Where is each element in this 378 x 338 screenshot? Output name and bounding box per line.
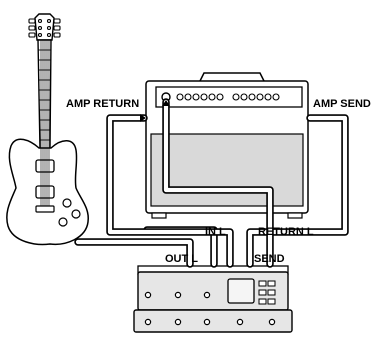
guitar-headstock — [34, 13, 55, 41]
guitar-knobs — [58, 198, 81, 227]
pedal-footswitches-bottom — [144, 318, 276, 326]
amp-handle — [199, 72, 265, 82]
amp-foot-right — [287, 212, 303, 219]
pedal-body-bottom — [133, 309, 293, 333]
cable-amp-send-to-return-l — [247, 115, 348, 267]
cable-send-to-amp-return — [107, 115, 233, 267]
label-send: SEND — [254, 253, 285, 265]
pedal-footswitches-top — [144, 291, 211, 299]
label-return-l: RETURN L — [258, 226, 314, 238]
label-out-l: OUT L — [165, 253, 198, 265]
pedal-screen — [227, 278, 255, 304]
label-amp-send: AMP SEND — [313, 98, 371, 110]
label-in-l: IN L — [205, 226, 226, 238]
guitar-bridge — [35, 205, 55, 213]
cables — [74, 98, 349, 268]
amplifier-icon — [145, 72, 309, 219]
amp-grille — [150, 133, 304, 207]
amp-knobs — [176, 93, 280, 101]
amp-foot-left — [151, 212, 167, 219]
guitar-strings — [40, 40, 50, 212]
arrow-amp-input — [162, 100, 170, 106]
tuning-pegs — [28, 18, 61, 38]
cable-guitar-to-in-l — [75, 239, 193, 267]
cable-amp-input-to-send — [163, 99, 273, 267]
arrow-amp-return — [140, 114, 146, 122]
guitar-icon — [6, 13, 89, 246]
pedal-buttons — [258, 280, 276, 305]
amp-control-panel — [155, 86, 303, 108]
label-amp-return: AMP RETURN — [66, 98, 139, 110]
multi-effects-pedal-icon — [133, 265, 293, 333]
